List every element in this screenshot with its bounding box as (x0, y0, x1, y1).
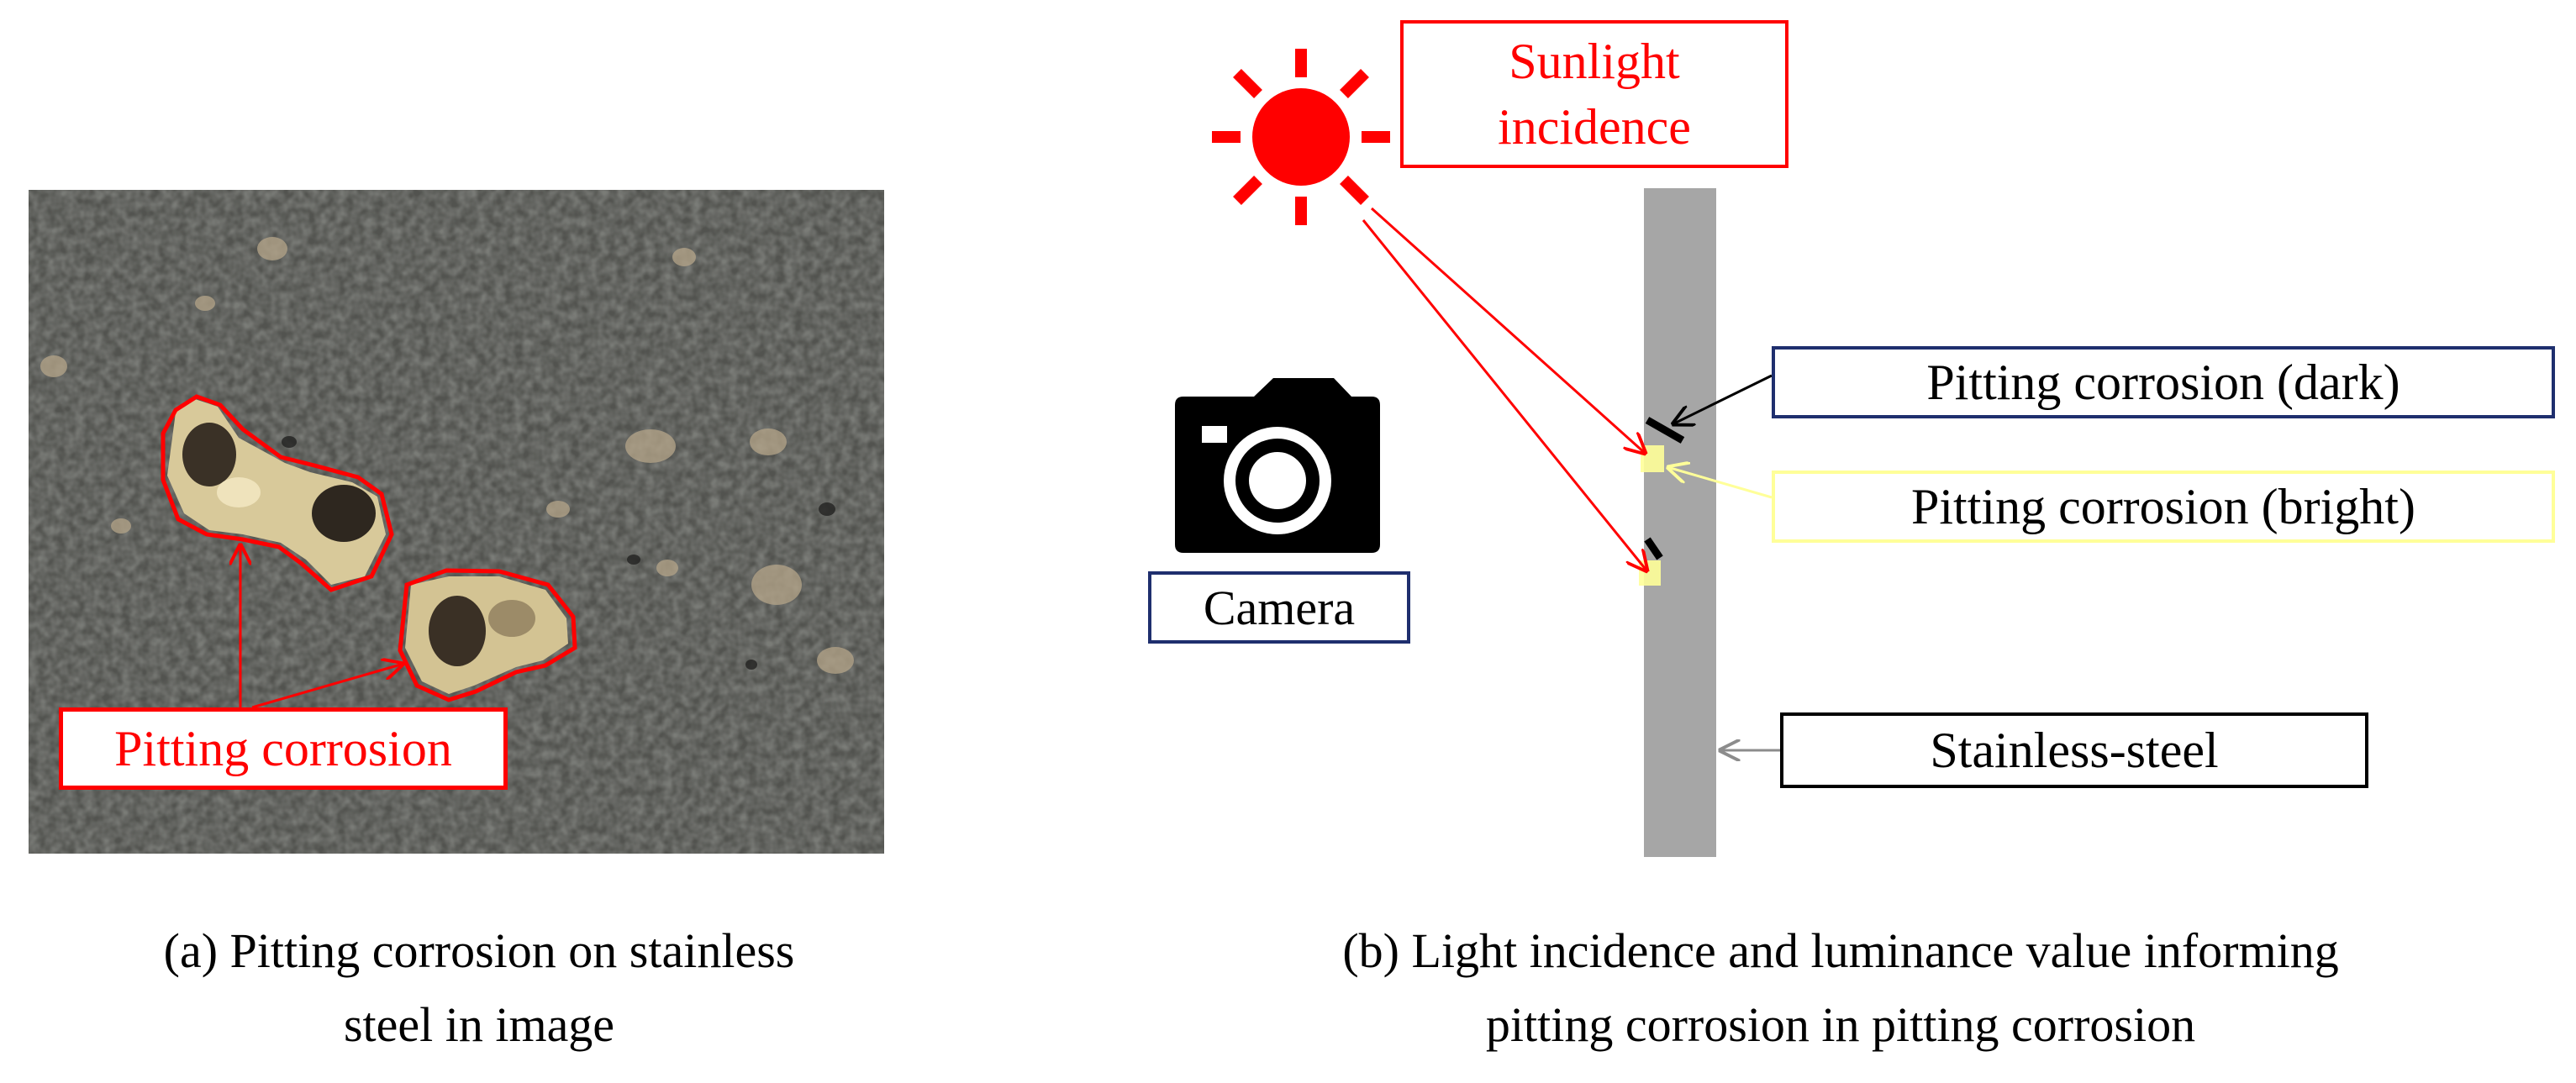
camera-icon (1175, 378, 1380, 553)
pitting-bright-label-text: Pitting corrosion (bright) (1911, 478, 2415, 536)
camera-label: Camera (1148, 571, 1410, 644)
sunlight-incidence-label: Sunlight incidence (1400, 20, 1788, 168)
pitting-corrosion-callout-text: Pitting corrosion (114, 720, 452, 778)
sunlight-ray-1 (1372, 208, 1646, 454)
caption-b-line2: pitting corrosion in pitting corrosion (1193, 988, 2488, 1062)
caption-b: (b) Light incidence and luminance value … (1193, 914, 2488, 1062)
caption-a: (a) Pitting corrosion on stainless steel… (50, 914, 908, 1062)
pitting-corrosion-callout: Pitting corrosion (59, 707, 508, 790)
sunlight-label-line1: Sunlight (1509, 29, 1679, 94)
pitting-dark-label: Pitting corrosion (dark) (1772, 346, 2555, 418)
stainless-steel-plate (1644, 188, 1716, 857)
caption-a-line1: (a) Pitting corrosion on stainless (50, 914, 908, 988)
camera-label-text: Camera (1204, 580, 1355, 636)
sun-icon (1212, 49, 1390, 225)
caption-b-line1: (b) Light incidence and luminance value … (1193, 914, 2488, 988)
caption-a-line2: steel in image (50, 988, 908, 1062)
sunlight-ray-2 (1363, 220, 1647, 571)
pitting-bright-label: Pitting corrosion (bright) (1772, 471, 2555, 543)
stainless-steel-label-text: Stainless-steel (1930, 722, 2218, 780)
callout-arrow-right (252, 664, 403, 707)
pit-bright-mark-1 (1641, 445, 1664, 472)
pitting-dark-label-text: Pitting corrosion (dark) (1926, 354, 2400, 412)
sunlight-label-line2: incidence (1498, 94, 1691, 160)
stainless-steel-label: Stainless-steel (1780, 712, 2368, 788)
